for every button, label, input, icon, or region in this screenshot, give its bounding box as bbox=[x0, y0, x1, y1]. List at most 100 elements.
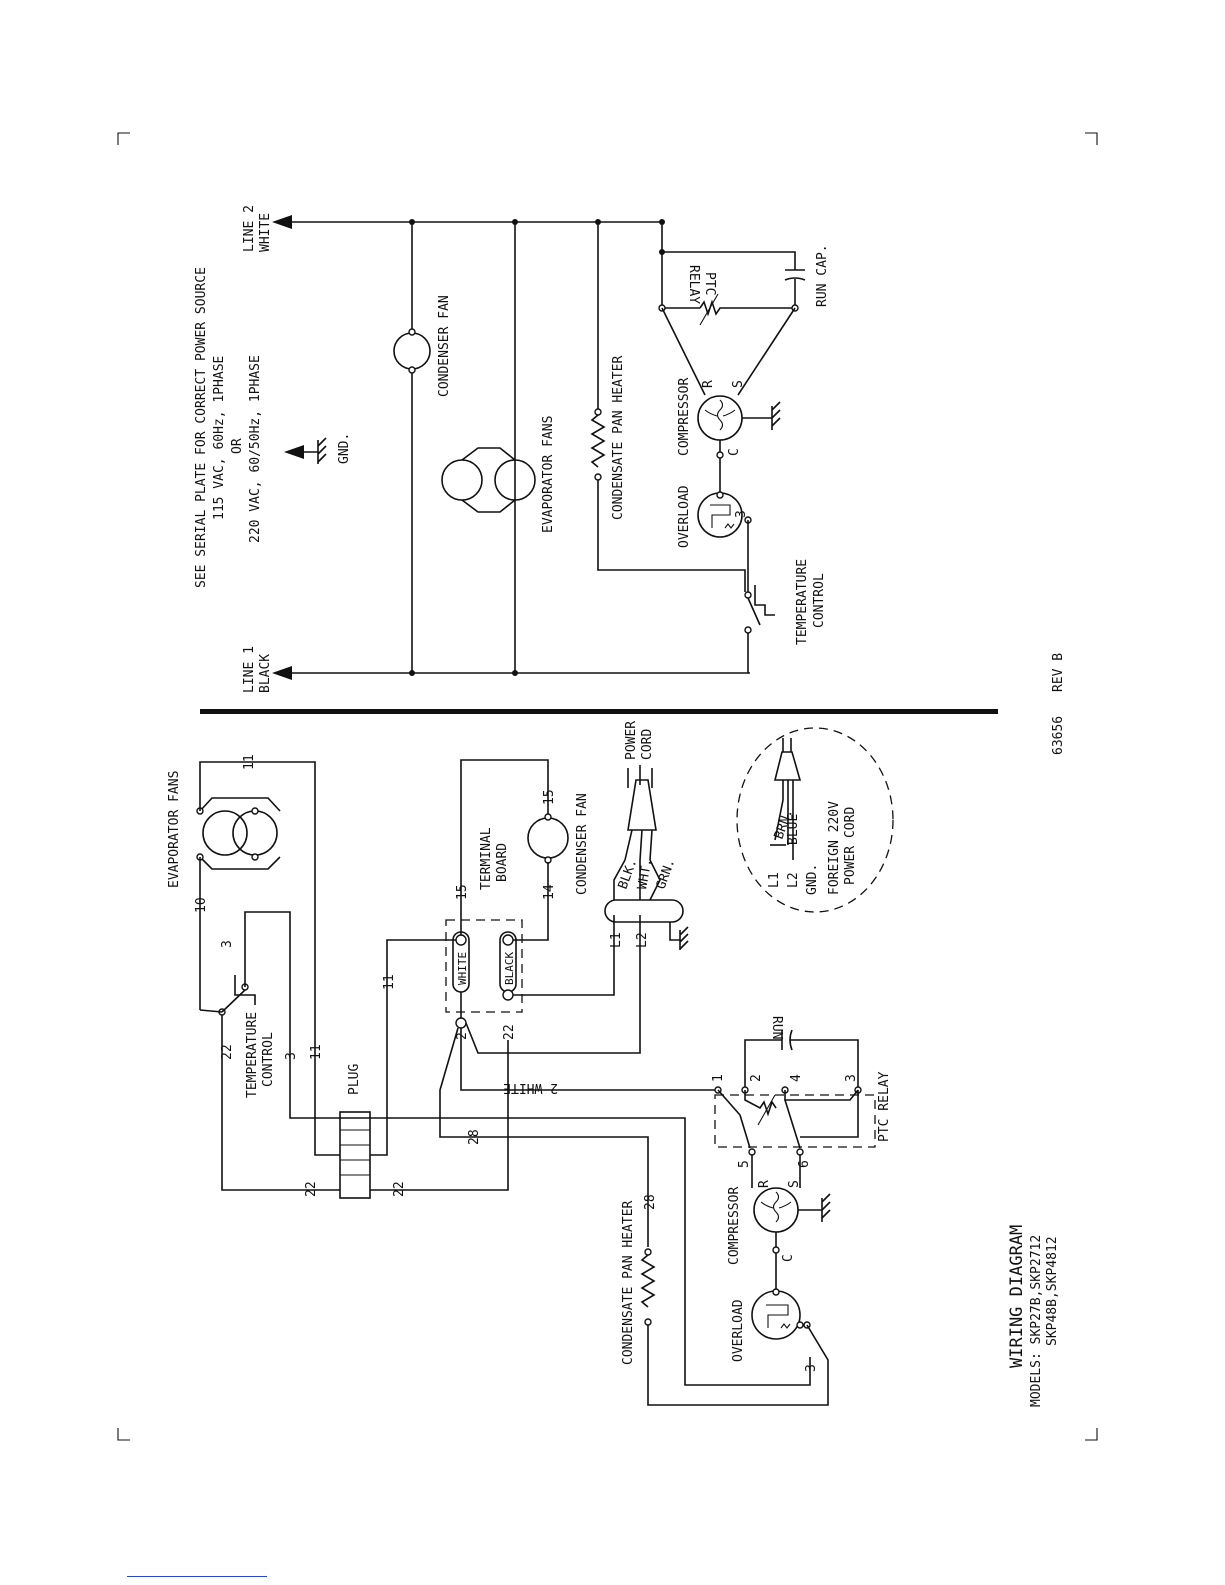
foreign-cord-title-1: FOREIGN 220V bbox=[827, 801, 842, 895]
wire-22-control-label: 22 bbox=[220, 1044, 235, 1060]
wiring-layout bbox=[196, 727, 894, 1406]
wire-11-top-label: 11 bbox=[242, 754, 257, 770]
terminal-board bbox=[445, 919, 523, 1013]
foreign-cord-title-2: POWER CORD bbox=[843, 807, 858, 885]
wire-28-left-label: 28 bbox=[467, 1129, 482, 1145]
power-cord-plug-icon bbox=[624, 765, 657, 861]
schematic-pan-heater-label: CONDENSATE PAN HEATER bbox=[611, 355, 626, 520]
foreign-power-cord-detail bbox=[736, 727, 894, 913]
wiring-compressor-label: COMPRESSOR bbox=[727, 1187, 742, 1265]
relay-terminal-5: 5 bbox=[737, 1160, 752, 1168]
schematic-condenser-fan-label: CONDENSER FAN bbox=[437, 295, 452, 397]
wiring-terminal-s: S bbox=[787, 1180, 802, 1188]
wiring-pan-heater-label: CONDENSATE PAN HEATER bbox=[621, 1200, 636, 1365]
relay-terminal-2: 2 bbox=[749, 1074, 764, 1082]
wiring-compressor-symbol bbox=[753, 1187, 799, 1233]
grn-label: GRN. bbox=[654, 857, 679, 892]
schematic-temp-control-label-2: CONTROL bbox=[812, 573, 827, 628]
black-terminal-label: BLACK bbox=[503, 952, 516, 985]
power-source-note-line4: 220 VAC, 60/50Hz, 1PHASE bbox=[248, 355, 263, 543]
wht-label: WHT. bbox=[635, 857, 655, 890]
foreign-blue-label: BLUE bbox=[786, 814, 801, 845]
models-line-2: SKP48B,SKP4812 bbox=[1045, 1236, 1060, 1346]
gnd-label: GND. bbox=[337, 433, 352, 464]
schematic-terminal-r: R bbox=[701, 380, 716, 388]
schematic-temp-control-label-1: TEMPERATURE bbox=[795, 559, 810, 645]
white-2-wire-label: 2 WHITE bbox=[503, 1080, 558, 1095]
crop-marks bbox=[117, 132, 1098, 1441]
pan-heater-resistor-symbol bbox=[590, 414, 606, 468]
schematic-diagram bbox=[272, 215, 806, 680]
diagram-title: WIRING DIAGRAM bbox=[1007, 1225, 1027, 1368]
terminal-board-label-2: BOARD bbox=[495, 843, 510, 882]
line2-color-label: WHITE bbox=[258, 213, 273, 252]
power-source-note-line2: 115 VAC, 60Hz, 1PHASE bbox=[212, 356, 227, 520]
section-divider bbox=[200, 709, 998, 714]
relay-terminal-4: 4 bbox=[789, 1074, 804, 1082]
schematic-evaporator-fans-label: EVAPORATOR FANS bbox=[541, 416, 556, 533]
wire-2-label: 2 bbox=[455, 1032, 470, 1040]
wire-28-heater-label: 28 bbox=[643, 1194, 658, 1210]
schematic-overload-label: OVERLOAD bbox=[677, 485, 692, 548]
wiring-evaporator-fans-label: EVAPORATOR FANS bbox=[167, 771, 182, 888]
line1-label: LINE 1 bbox=[242, 646, 257, 693]
relay-terminal-3: 3 bbox=[844, 1074, 859, 1082]
wire-11-label: 11 bbox=[309, 1044, 324, 1060]
reference-block: 63656 REV B bbox=[1051, 653, 1066, 755]
power-source-note-line3: OR bbox=[230, 438, 245, 454]
compressor-ground-icon bbox=[821, 1193, 831, 1222]
wire-10-label: 10 bbox=[194, 897, 209, 913]
gnd-ground-icon bbox=[304, 437, 327, 464]
run-cap-label: RUN bbox=[769, 1016, 784, 1039]
schematic-relay-label: RELAY bbox=[686, 265, 701, 304]
l1-label: L1 bbox=[609, 932, 624, 948]
wire-3-overload-label: 3 bbox=[804, 1364, 819, 1372]
bottom-link-underline bbox=[127, 1576, 267, 1580]
wire-3-label: 3 bbox=[284, 1052, 299, 1060]
power-cord-label-2: CORD bbox=[640, 729, 655, 760]
wire-11-terminal-label: 11 bbox=[382, 974, 397, 990]
wiring-labels: EVAPORATOR FANS TEMPERATURE CONTROL PLUG… bbox=[167, 721, 892, 1372]
wire-3-control-label: 3 bbox=[220, 940, 235, 948]
wire-15-fan-label: 15 bbox=[542, 789, 557, 805]
doc-number: 63656 bbox=[1051, 716, 1066, 755]
wiring-condenser-fan-symbol bbox=[527, 817, 569, 859]
wiring-pan-heater-resistor-symbol bbox=[640, 1254, 656, 1308]
l2-label: L2 bbox=[635, 932, 650, 948]
terminal-board-label-1: TERMINAL bbox=[479, 827, 494, 890]
foreign-l2-label: L2 bbox=[786, 872, 801, 888]
line2-label: LINE 2 bbox=[242, 205, 257, 252]
schematic-overload-terminal-3: 3 bbox=[734, 510, 749, 518]
wire-15-terminal-label: 15 bbox=[455, 884, 470, 900]
models-line-1: MODELS: SKP27B,SKP2712 bbox=[1029, 1235, 1044, 1407]
relay-terminal-6: 6 bbox=[797, 1160, 812, 1168]
wire-14-label: 14 bbox=[542, 884, 557, 900]
white-terminal-label: WHITE bbox=[456, 952, 469, 985]
line2-arrow-icon bbox=[272, 215, 292, 229]
revision-label: REV B bbox=[1051, 653, 1066, 692]
wire-22-plug-left-label: 22 bbox=[304, 1181, 319, 1197]
wiring-temperature-control-symbol bbox=[221, 975, 256, 1013]
schematic-ptc-label: PTC bbox=[702, 272, 717, 295]
wiring-temp-control-label-2: CONTROL bbox=[261, 1032, 276, 1087]
wiring-overload-symbol bbox=[751, 1290, 801, 1340]
wiring-evaporator-fans-symbol bbox=[196, 797, 281, 870]
schematic-run-cap-label: RUN CAP. bbox=[815, 244, 830, 307]
wiring-condenser-fan-label: CONDENSER FAN bbox=[575, 793, 590, 895]
relay-terminal-1: 1 bbox=[711, 1074, 726, 1082]
line1-arrow-icon bbox=[272, 666, 292, 680]
wire-22-plug-right-label: 22 bbox=[392, 1181, 407, 1197]
condenser-fan-symbol bbox=[393, 332, 431, 370]
schematic-terminal-c: C bbox=[727, 448, 742, 456]
plug-label: PLUG bbox=[347, 1064, 362, 1095]
wiring-terminal-r: R bbox=[757, 1180, 772, 1188]
schematic-labels: SEE SERIAL PLATE FOR CORRECT POWER SOURC… bbox=[194, 205, 830, 693]
schematic-compressor-ground-icon bbox=[771, 401, 781, 430]
power-cord-ground-icon bbox=[679, 926, 689, 950]
foreign-plug-icon bbox=[770, 738, 802, 860]
title-block: WIRING DIAGRAM MODELS: SKP27B,SKP2712 SK… bbox=[1007, 1225, 1060, 1407]
wiring-overload-label: OVERLOAD bbox=[731, 1299, 746, 1362]
gnd-arrow-icon bbox=[284, 445, 304, 459]
foreign-l1-label: L1 bbox=[767, 872, 782, 888]
